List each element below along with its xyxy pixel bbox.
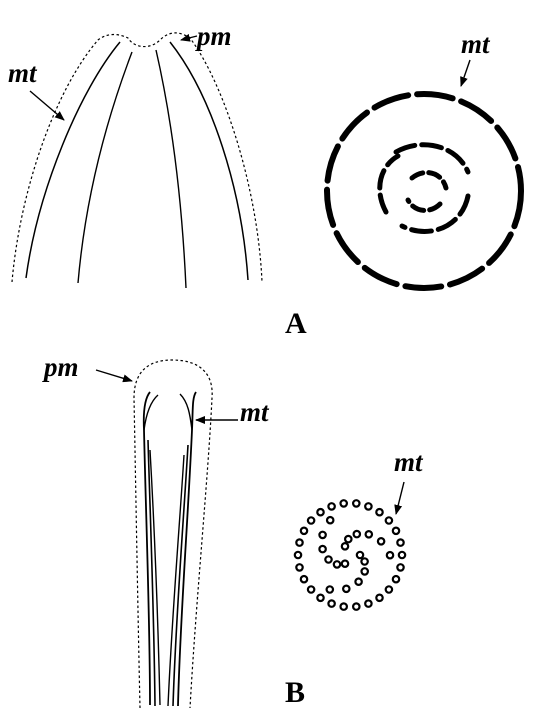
panel-a-plasma-membrane	[12, 33, 262, 282]
panel-b-microtubule-dot	[301, 528, 307, 534]
panel-b-microtubule-dot	[353, 500, 359, 506]
panel-a-microtubule-right-outer	[170, 42, 248, 280]
panel-b-pm-arrow	[96, 370, 132, 381]
panel-a-cross-section	[327, 94, 521, 288]
panel-b-microtubule-dot	[328, 600, 334, 606]
panel-a-longitudinal-section	[12, 33, 262, 288]
panel-a-mt-label-cross: mt	[461, 29, 491, 59]
panel-a-spiral-arm-2	[402, 196, 468, 231]
panel-b-microtubule-dot	[327, 586, 333, 592]
panel-a-mt-arrow-cross	[461, 60, 470, 86]
panel-b-microtubule-dot	[296, 539, 302, 545]
panel-b-microtubule-left-1	[144, 392, 150, 705]
panel-b-mt-arrow-cross	[396, 482, 404, 514]
panel-b-microtubule-dot	[308, 517, 314, 523]
panel-b-microtubule-dot	[334, 561, 340, 567]
panel-a-pm-label: pm	[195, 21, 232, 51]
panel-b-microtubule-dot	[387, 552, 393, 558]
panel-a-spiral-arm-3	[380, 156, 398, 212]
panel-b-microtubule-dot	[341, 500, 347, 506]
panel-b-microtubule-dot	[319, 532, 325, 538]
panel-a-letter: A	[285, 307, 307, 340]
panel-b-microtubule-dot	[343, 586, 349, 592]
panel-a-pm-arrow	[181, 36, 197, 40]
panel-b-longitudinal-section	[134, 360, 212, 708]
panel-b-microtubule-dot	[386, 586, 392, 592]
panel-b-plasma-membrane	[134, 360, 212, 708]
panel-b-mt-label-cross: mt	[394, 447, 424, 477]
panel-b-mt-label-long: mt	[240, 397, 270, 427]
panel-b-letter: B	[285, 676, 305, 709]
panel-b-cross-section	[295, 500, 405, 610]
panel-a-mt-label-long: mt	[8, 58, 38, 88]
panel-b-microtubule-dot	[393, 528, 399, 534]
panel-a-outer-ring	[327, 94, 521, 288]
panel-b-microtubule-dot	[362, 568, 368, 574]
panel-b-microtubule-dot	[325, 556, 331, 562]
panel-b-microtubule-dot	[357, 552, 363, 558]
panel-b-microtubule-dot	[393, 576, 399, 582]
panel-b-microtubule-dot	[319, 546, 325, 552]
panel-a-spiral-arm-5	[408, 200, 440, 210]
panel-a-microtubule-right-inner	[156, 50, 186, 288]
panel-b-microtubule-dot	[365, 503, 371, 509]
panel-a: pm mt mt A	[8, 21, 521, 340]
panel-b-microtubule-right-3	[168, 455, 184, 706]
panel-b-microtubule-dot	[328, 503, 334, 509]
panel-b-microtubule-dot	[308, 586, 314, 592]
panel-b-pm-label: pm	[42, 352, 79, 382]
panel-a-spiral-arm-1	[396, 145, 468, 172]
panel-b-microtubule-dot	[342, 561, 348, 567]
panel-b-microtubule-dot	[361, 558, 367, 564]
panel-b-microtubule-dot	[376, 595, 382, 601]
panel-b-microtubule-dot	[342, 543, 348, 549]
panel-b-microtubule-dot	[355, 579, 361, 585]
panel-b-microtubule-dot	[399, 552, 405, 558]
panel-b-microtubule-dot	[353, 603, 359, 609]
panel-b-microtubule-dot	[301, 576, 307, 582]
panel-b-microtubule-dot	[317, 595, 323, 601]
panel-b-microtubule-dot	[397, 564, 403, 570]
panel-b-microtubule-dot	[296, 564, 302, 570]
panel-b-microtubule-dot	[341, 603, 347, 609]
panel-a-microtubule-left-outer	[26, 42, 120, 278]
panel-b-microtubule-dot	[378, 538, 384, 544]
panel-b: pm mt mt B	[42, 352, 424, 709]
panel-a-microtubule-left-inner	[78, 52, 132, 283]
panel-b-microtubule-dot	[397, 539, 403, 545]
panel-b-microtubule-dot	[366, 531, 372, 537]
panel-b-microtubule-dot	[345, 536, 351, 542]
panel-b-microtubule-dot	[295, 552, 301, 558]
panel-a-mt-arrow-long	[30, 91, 64, 120]
panel-a-spiral-arm-4	[412, 173, 446, 188]
panel-b-microtubule-dot	[354, 531, 360, 537]
panel-b-microtubule-dot	[376, 509, 382, 515]
panel-b-microtubule-dot	[365, 600, 371, 606]
panel-b-microtubule-dot	[386, 517, 392, 523]
panel-b-microtubule-dot	[317, 509, 323, 515]
panel-b-microtubule-dot	[327, 517, 333, 523]
panel-b-tip-right	[180, 394, 192, 430]
